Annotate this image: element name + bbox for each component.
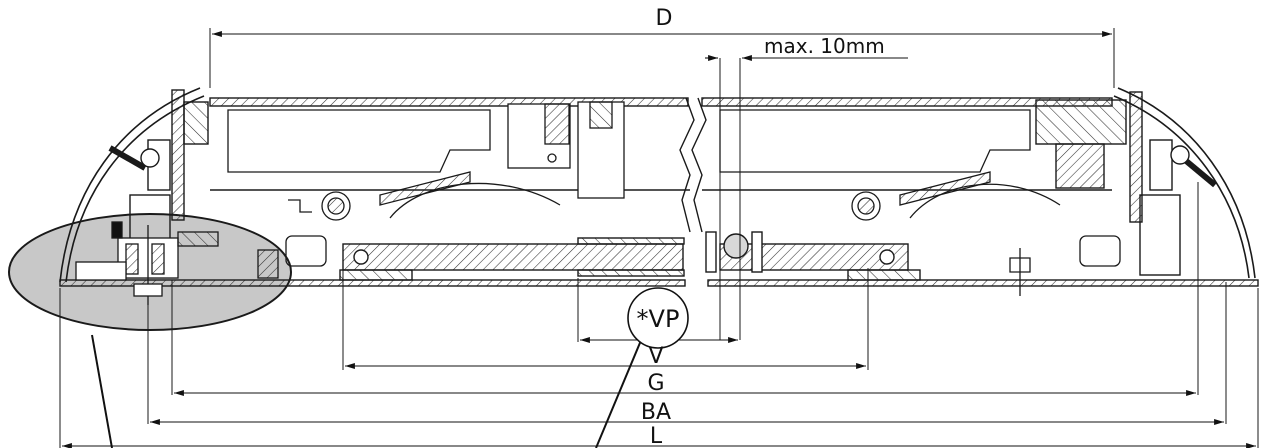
leader-lines [91, 334, 643, 448]
label-ba: BA [641, 400, 671, 425]
left-mechanism [227, 101, 625, 267]
label-gap: max. 10mm [764, 34, 885, 58]
outer-cover [59, 87, 1256, 283]
break-lines [679, 97, 707, 233]
right-frame [1035, 91, 1217, 276]
vp-label: *VP [637, 305, 680, 333]
label-d: D [656, 6, 673, 31]
extension-lines [59, 28, 1259, 448]
slide-bar [342, 231, 909, 277]
left-frame [108, 89, 209, 276]
vp-callout: *VP [627, 287, 689, 349]
label-v: V [648, 344, 663, 369]
label-l: L [650, 424, 663, 448]
label-g: G [647, 371, 664, 396]
left-detail [75, 221, 279, 305]
base-plate [59, 269, 1259, 287]
dimension-lines [62, 31, 1256, 448]
